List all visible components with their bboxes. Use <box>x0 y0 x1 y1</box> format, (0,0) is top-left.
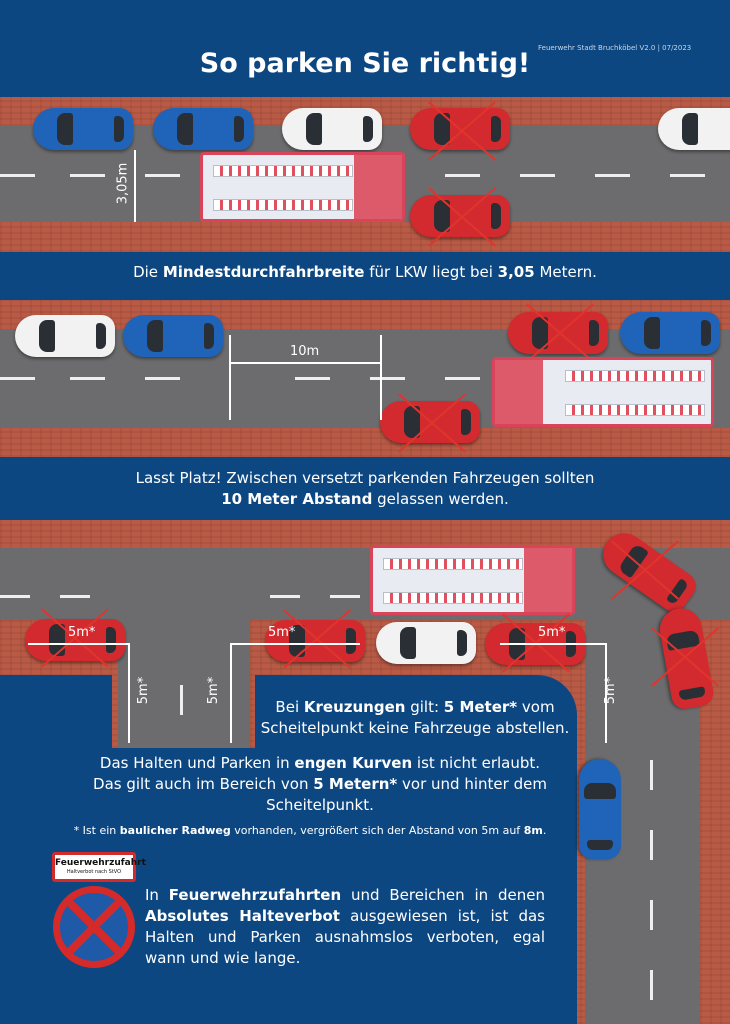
parked-car <box>579 759 621 859</box>
parked-car <box>620 312 720 354</box>
fire-truck <box>492 357 714 427</box>
no-stopping-sign-icon <box>53 886 135 968</box>
measure-label: 5m* <box>268 625 296 640</box>
measure-label: 10m <box>290 344 320 359</box>
parked-car <box>658 108 730 150</box>
fire-truck <box>370 545 575 615</box>
measure-label: 3,05m <box>115 162 131 205</box>
forbidden-cross-icon <box>392 388 472 458</box>
measure-label: 5m* <box>538 625 566 640</box>
measure-arrow <box>230 362 380 364</box>
fire-truck <box>200 152 405 222</box>
fire-lane-sign: Feuerwehrzufahrt Haltverbot nach StVO <box>52 852 146 882</box>
parked-car <box>33 108 133 150</box>
footnote: * Ist ein baulicher Radweg vorhanden, ve… <box>73 824 547 837</box>
page-title: So parken Sie richtig! <box>199 48 531 79</box>
measure-label: 5m* <box>206 676 222 705</box>
caption-minimum-width: Die Mindestdurchfahrbreite für LKW liegt… <box>133 263 597 281</box>
forbidden-cross-icon <box>422 182 502 252</box>
parked-car <box>282 108 382 150</box>
measure-arrow <box>134 150 136 222</box>
measure-label: 5m* <box>603 676 619 705</box>
parked-car <box>15 315 115 357</box>
credit: Feuerwehr Stadt Bruchköbel V2.0 | 07/202… <box>538 44 692 52</box>
forbidden-cross-icon <box>605 535 685 605</box>
measure-label: 5m* <box>68 625 96 640</box>
forbidden-cross-icon <box>422 96 502 166</box>
caption-staggered: Lasst Platz! Zwischen versetzt parkenden… <box>135 469 595 508</box>
parked-car <box>123 315 223 357</box>
forbidden-cross-icon <box>645 622 725 692</box>
parked-car <box>153 108 253 150</box>
caption-curves: Das Halten und Parken in engen Kurven is… <box>93 754 547 814</box>
measure-label: 5m* <box>136 676 152 705</box>
parked-car <box>376 622 476 664</box>
rules-text: In Feuerwehrzufahrten und Bereichen in d… <box>145 886 546 967</box>
